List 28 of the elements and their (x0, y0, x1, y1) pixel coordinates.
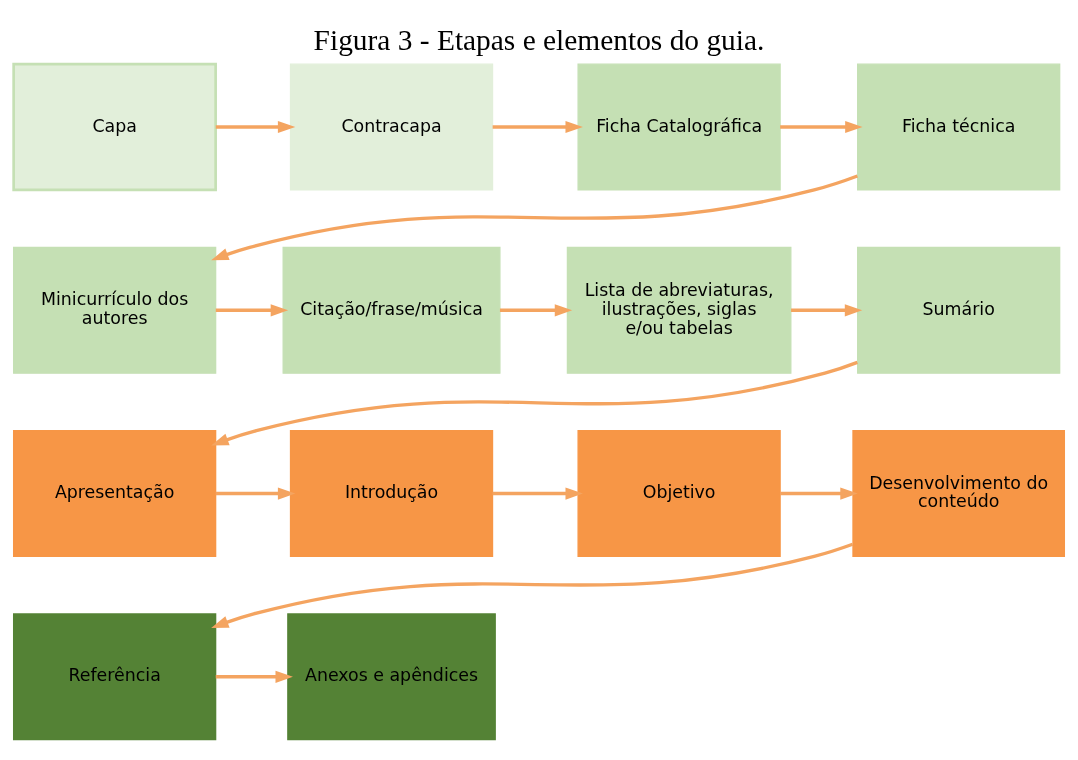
node-box: Ficha técnica (857, 63, 1061, 191)
node-box: Sumário (857, 246, 1061, 374)
node-box: Desenvolvimento do conteúdo (852, 429, 1065, 557)
node-box: Citação/frase/música (282, 246, 501, 374)
node-box: Contracapa (289, 63, 494, 191)
node-box: Referência (13, 612, 217, 740)
arrow (499, 303, 573, 316)
arrow (215, 303, 289, 316)
node-box: Anexos e apêndices (287, 612, 496, 740)
diagram-title: Figura 3 - Etapas e elementos do guia. (313, 23, 765, 56)
arrow (211, 542, 854, 628)
arrow (215, 120, 296, 133)
arrow (215, 670, 293, 683)
arrow (791, 303, 863, 316)
node-box: Apresentação (13, 429, 217, 557)
node-box: Capa (12, 62, 217, 191)
arrow (492, 120, 583, 133)
node-box: Ficha Catalográfica (577, 63, 781, 191)
arrow (215, 486, 296, 500)
node-box: Minicurrículo dos autores (13, 246, 217, 374)
arrow (492, 486, 583, 500)
node-box: Lista de abreviaturas, ilustrações, siglas e/ou tabelas (566, 246, 792, 374)
node-box: Objetivo (577, 429, 781, 557)
arrow (780, 120, 863, 133)
arrow (211, 360, 858, 446)
node-box: Introdução (289, 429, 494, 557)
arrow (211, 173, 858, 260)
arrow (780, 486, 858, 500)
